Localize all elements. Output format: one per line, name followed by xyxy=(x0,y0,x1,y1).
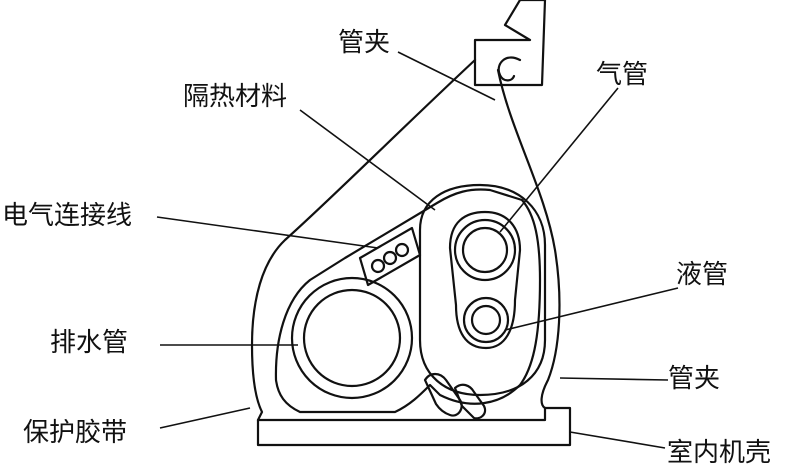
gas-pipe-outer xyxy=(453,218,517,282)
wire-conductor-1 xyxy=(370,258,386,274)
top-clip-block xyxy=(473,0,547,87)
leader-electric-wire xyxy=(156,216,379,249)
label-insulation: 隔热材料 xyxy=(183,82,288,112)
pipe-strap xyxy=(448,210,522,350)
label-electric-wire: 电气连接线 xyxy=(2,201,133,231)
leader-liquid-pipe xyxy=(504,287,679,331)
leader-pipe-clip-top xyxy=(397,51,496,101)
drain-pipe-outer xyxy=(290,276,414,400)
protective-tape-outline xyxy=(250,58,477,422)
bundle-inner-outline xyxy=(274,188,542,414)
label-pipe-clip-bottom: 管夹 xyxy=(668,364,721,394)
leader-pipe-clip-bottom xyxy=(559,377,669,381)
wire-conductor-3 xyxy=(394,242,410,258)
liquid-pipe-inner xyxy=(470,304,502,336)
label-protective-tape: 保护胶带 xyxy=(23,418,128,448)
bottom-oval-1 xyxy=(423,372,463,417)
indoor-casing-outline xyxy=(256,406,572,447)
leader-gas-pipe xyxy=(499,87,619,233)
leader-protective-tape xyxy=(159,407,251,429)
leader-indoor-casing xyxy=(569,431,666,449)
drain-pipe-inner xyxy=(302,288,402,388)
top-clip-hook xyxy=(497,56,522,82)
liquid-pipe-outer xyxy=(462,296,510,344)
label-indoor-casing: 室内机壳 xyxy=(667,438,772,468)
bottom-oval-2 xyxy=(453,383,487,420)
label-pipe-clip-top: 管夹 xyxy=(338,28,391,58)
label-gas-pipe: 气管 xyxy=(596,60,649,90)
gas-pipe-inner xyxy=(461,226,509,274)
leader-insulation xyxy=(299,109,436,211)
label-drain-pipe: 排水管 xyxy=(50,328,129,358)
wire-conductor-2 xyxy=(382,250,398,266)
label-liquid-pipe: 液管 xyxy=(676,260,729,290)
tape-right-edge xyxy=(496,68,561,410)
wire-sleeve xyxy=(358,226,422,287)
insulation-band xyxy=(418,183,547,397)
